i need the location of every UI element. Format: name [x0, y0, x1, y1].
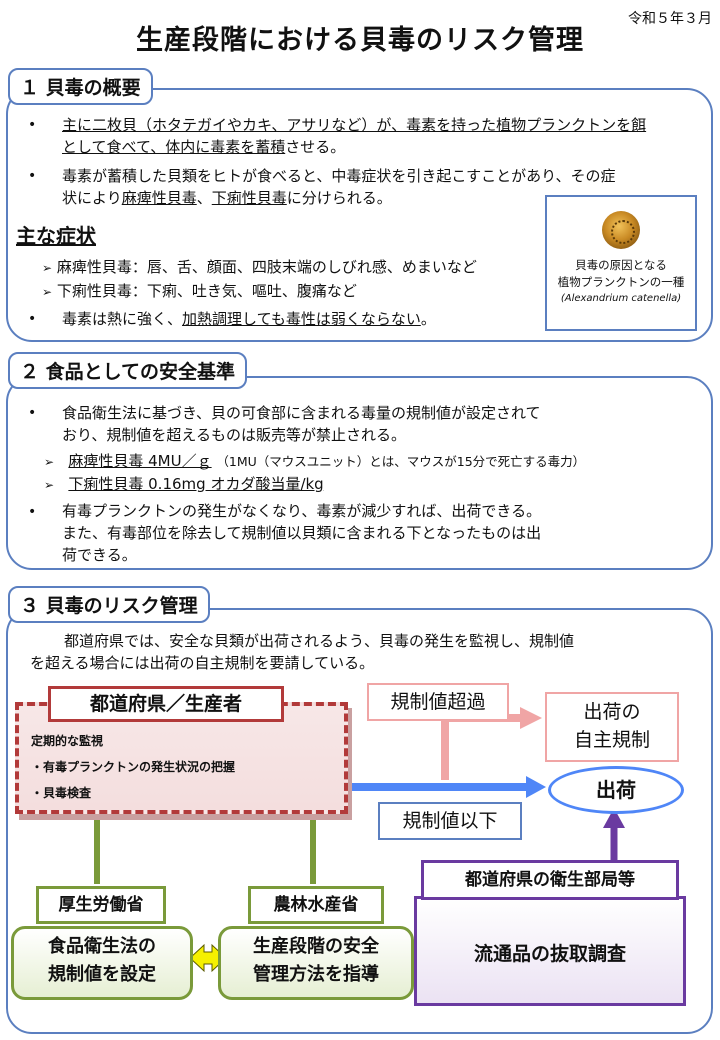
s1-b2-l2: 状により麻痺性貝毒、下痢性貝毒に分けられる。	[62, 189, 392, 207]
maff-task-l2: 管理方法を指導	[253, 964, 379, 985]
date-label: 令和５年３月	[628, 11, 712, 27]
s2-arrow-1: ➢ 麻痺性貝毒 4MU／ｇ （1MU（マウスユニット）とは、マウスが15分で死亡…	[44, 452, 586, 470]
s3-intro-1: 都道府県では、安全な貝類が出荷されるよう、貝毒の発生を監視し、規制値	[64, 632, 575, 650]
symptom-2: ➢ 下痢性貝毒：下痢、吐き気、嘔吐、腹痛など	[42, 282, 357, 300]
section2-heading: ２ 食品としての安全基準	[8, 352, 248, 389]
s2-b2-l3: 荷できる。	[62, 546, 137, 564]
page-title: 生産段階における貝毒のリスク管理	[136, 25, 584, 56]
s1-b1-l1: 主に二枚貝（ホタテガイやカキ、アサリなど）が、毒素を持った植物プランクトンを餌	[62, 116, 647, 134]
maff-label: 農林水産省	[248, 886, 384, 924]
s3-intro-2: を超える場合には出荷の自主規制を要請している。	[30, 654, 375, 672]
monitor-title: 定期的な監視	[31, 734, 104, 748]
health-dept-label: 都道府県の衛生部局等	[421, 860, 679, 900]
blue-ship-arrowhead	[526, 776, 546, 798]
self-restrict-l1: 出荷の	[583, 701, 641, 723]
monitor-item-2: ・貝毒検査	[31, 786, 92, 800]
monitor-item-1: ・有毒プランクトンの発生状況の把握	[31, 760, 236, 774]
section3-heading: ３ 貝毒のリスク管理	[8, 586, 210, 623]
pink-over-limit-arrowhead	[520, 707, 542, 729]
maff-task-l1: 生産段階の安全	[253, 936, 379, 957]
self-restrict-box: 出荷の 自主規制	[545, 692, 679, 762]
plankton-caption-3: (Alexandrium catenella)	[560, 293, 682, 304]
s1-b2-l1: 毒素が蓄積した貝類をヒトが食べると、中毒症状を引き起こすことがあり、その症	[62, 167, 616, 185]
plankton-caption-1: 貝毒の原因となる	[575, 258, 667, 272]
self-restrict-l2: 自主規制	[573, 729, 650, 751]
producer-label: 都道府県／生産者	[48, 686, 284, 722]
s2-b1-l1: 食品衛生法に基づき、貝の可食部に含まれる毒量の規制値が設定されて	[62, 404, 541, 422]
maff-task-box: 生産段階の安全 管理方法を指導	[218, 926, 414, 1000]
plankton-caption-2: 植物プランクトンの一種	[557, 275, 685, 289]
s1-b1-l2: として食べて、体内に毒素を蓄積させる。	[62, 138, 346, 156]
bullet-dot-icon: •	[28, 405, 37, 421]
symptom-1: ➢ 麻痺性貝毒：唇、舌、顔面、四肢末端のしびれ感、めまいなど	[42, 258, 477, 276]
under-limit-label: 規制値以下	[378, 802, 522, 840]
triangle-arrow-icon: ➢	[44, 478, 55, 492]
mhlw-task-box: 食品衛生法の 規制値を設定	[11, 926, 193, 1000]
s2-b2-l1: 有毒プランクトンの発生がなくなり、毒素が減少すれば、出荷できる。	[62, 502, 542, 520]
section1-heading: １ 貝毒の概要	[8, 68, 153, 105]
triangle-arrow-icon: ➢	[44, 455, 55, 469]
bullet-dot-icon: •	[28, 168, 37, 184]
bullet-dot-icon: •	[28, 311, 37, 327]
s1-b3: 毒素は熱に強く、加熱調理しても毒性は弱くならない。	[62, 310, 436, 328]
bullet-dot-icon: •	[28, 504, 37, 520]
plankton-image-box: 貝毒の原因となる 植物プランクトンの一種 (Alexandrium catene…	[545, 195, 697, 331]
pink-over-limit-arrow	[441, 714, 522, 780]
triangle-arrow-icon: ➢	[42, 285, 53, 299]
symptoms-heading: 主な症状	[16, 224, 96, 248]
over-limit-label: 規制値超過	[367, 683, 509, 721]
ship-oval: 出荷	[548, 766, 684, 814]
s2-arrow-2: ➢ 下痢性貝毒 0.16mg オカダ酸当量/kg	[44, 475, 324, 493]
purple-arrowhead	[603, 808, 625, 828]
s2-b2-l2: また、有毒部位を除去して規制値以貝類に含まれる下となったものは出	[62, 524, 542, 542]
section2-panel	[6, 376, 713, 570]
triangle-arrow-icon: ➢	[42, 261, 53, 275]
mhlw-task-l2: 規制値を設定	[48, 964, 156, 985]
s2-b1-l2: おり、規制値を超えるものは販売等が禁止される。	[62, 426, 406, 444]
plankton-image-icon	[602, 211, 640, 249]
mhlw-label: 厚生労働省	[36, 886, 166, 924]
sampling-box: 流通品の抜取調査	[414, 896, 686, 1006]
mhlw-task-l1: 食品衛生法の	[48, 936, 156, 957]
sampling-label: 流通品の抜取調査	[473, 943, 626, 965]
bullet-dot-icon: •	[28, 117, 37, 133]
